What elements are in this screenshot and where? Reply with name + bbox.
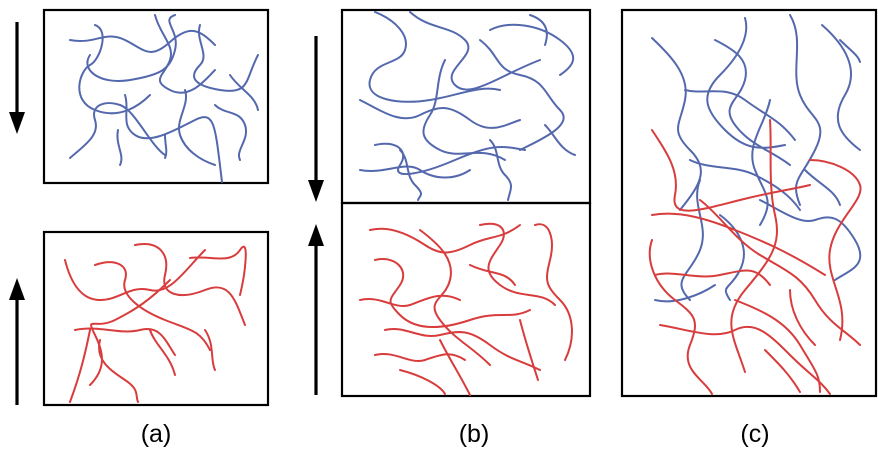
blue-chain: [689, 159, 801, 211]
blue-chain: [368, 11, 501, 103]
lower-polymer-layer: [340, 201, 592, 398]
red-chain: [74, 327, 176, 356]
blue-chain: [489, 23, 575, 76]
red-chain: [374, 258, 531, 328]
arrow-down-icon: [9, 22, 25, 134]
red-chain: [651, 212, 826, 276]
red-chain: [374, 352, 466, 363]
blue-chain: [124, 94, 223, 183]
red-chain: [469, 264, 516, 286]
blue-chain: [86, 14, 177, 82]
blue-chain: [839, 39, 861, 63]
red-chain: [654, 269, 771, 286]
red-chain: [189, 245, 247, 296]
red-chain: [730, 119, 778, 373]
red-chain: [94, 261, 211, 351]
red-chain: [648, 239, 713, 395]
blue-chain: [684, 89, 796, 141]
panel-label-c: (c): [740, 420, 769, 448]
lower-layer-frame: [42, 230, 270, 407]
blue-chain: [759, 199, 862, 281]
blue-chain: [193, 24, 259, 92]
red-chain: [149, 329, 176, 376]
upper-polymer-layer: [340, 8, 592, 205]
red-chain: [69, 329, 91, 403]
red-chain: [789, 289, 816, 346]
blue-chain: [409, 11, 541, 91]
blue-chain: [78, 24, 151, 115]
upper-layer-frame: [42, 8, 270, 185]
red-chain: [384, 327, 541, 371]
blue-chain: [680, 179, 704, 301]
red-chain: [734, 299, 821, 393]
red-chain: [809, 159, 862, 341]
upper-layer-frame: [340, 8, 592, 205]
blue-chain: [154, 14, 216, 94]
arrow-down-icon: [308, 36, 324, 202]
lower-polymer-layer: [42, 230, 270, 407]
red-chain: [369, 224, 521, 254]
blue-chain: [544, 124, 576, 156]
panel-a: (a): [9, 8, 270, 448]
red-chain: [764, 349, 801, 393]
red-chain: [479, 222, 556, 306]
panel-c: (c): [620, 8, 878, 448]
blue-chain: [789, 14, 822, 206]
red-chain: [399, 369, 446, 395]
red-chain: [534, 223, 573, 361]
red-chain: [651, 129, 811, 212]
blue-chain: [116, 129, 123, 166]
red-chain: [98, 339, 139, 403]
blue-chain: [479, 39, 565, 151]
lower-layer-frame: [340, 201, 592, 398]
blue-chain: [751, 99, 771, 226]
red-chain: [64, 249, 206, 301]
blue-chain: [399, 149, 422, 201]
panel-b: (b): [308, 8, 592, 448]
red-chain: [659, 324, 831, 395]
mixed-layer-frame: [620, 8, 878, 398]
blue-chain: [69, 30, 216, 53]
red-chain: [439, 339, 471, 396]
red-chain: [699, 199, 861, 346]
panel-label-b: (b): [459, 420, 490, 448]
blue-chain: [359, 99, 521, 129]
blue-chain: [821, 24, 861, 151]
blue-chain: [69, 102, 166, 159]
interdiffused-layer: [620, 8, 878, 398]
blue-chain: [651, 37, 702, 211]
blue-chain: [177, 89, 216, 166]
upper-polymer-layer: [42, 8, 270, 185]
blue-chain: [229, 74, 259, 111]
blue-chain: [489, 139, 512, 201]
red-chain: [134, 243, 246, 326]
red-chain: [204, 329, 216, 371]
arrow-up-icon: [9, 278, 25, 405]
arrow-up-icon: [308, 224, 324, 395]
red-chain: [519, 319, 539, 381]
blue-chain: [706, 17, 786, 149]
blue-chain: [529, 14, 548, 46]
blue-chain: [359, 165, 471, 179]
blue-chain: [164, 134, 168, 159]
blue-chain: [214, 104, 248, 161]
red-chain: [419, 229, 491, 366]
blue-chain: [804, 169, 841, 206]
panel-label-a: (a): [141, 420, 172, 448]
blue-chain: [654, 284, 716, 303]
red-chain: [359, 294, 461, 308]
